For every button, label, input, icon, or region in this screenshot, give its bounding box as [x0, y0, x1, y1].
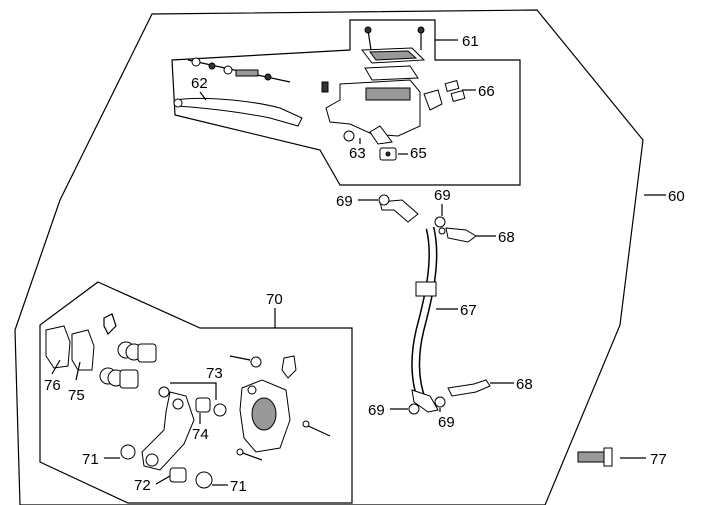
label-62: 62: [191, 75, 208, 92]
banjo-bolt-68-upper: [438, 227, 477, 243]
washer-73a: [158, 386, 170, 398]
washer-69c: [408, 403, 420, 415]
washer-69d: [434, 396, 446, 408]
label-68-lower: 68: [516, 376, 533, 393]
leader-76: [51, 359, 61, 375]
assembly-60-outline: [14, 9, 644, 505]
master-cylinder-body-63: [321, 79, 421, 145]
label-69-bottom-left: 69: [368, 402, 385, 419]
piston-seals: [99, 341, 157, 389]
bushing-72b: [169, 467, 187, 483]
label-71-right: 71: [230, 478, 247, 495]
washer-73b: [213, 403, 227, 417]
label-66: 66: [478, 83, 495, 100]
washer-71b: [195, 471, 213, 489]
caliper-bracket-72: [141, 391, 195, 471]
label-65: 65: [410, 145, 427, 162]
label-74: 74: [192, 426, 209, 443]
reservoir-cover-61: [361, 26, 426, 81]
brake-pad-75: [71, 329, 95, 371]
switch-part-65: [379, 147, 397, 161]
bolt-77: [577, 447, 613, 467]
brake-hose-67: [379, 199, 439, 413]
brake-pad-76: [45, 325, 71, 369]
brake-lever-62: [173, 57, 303, 127]
label-75: 75: [68, 387, 85, 404]
label-77: 77: [650, 451, 667, 468]
leader-72: [155, 475, 171, 485]
brake-switch-66: [423, 79, 466, 111]
caliper-box-70: [39, 281, 353, 504]
leader-62: [199, 91, 207, 101]
label-70: 70: [266, 291, 283, 308]
leader-73: [170, 382, 217, 400]
label-71-left: 71: [82, 451, 99, 468]
washer-69a: [378, 194, 390, 206]
label-69-top-right: 69: [434, 187, 451, 204]
washer-71a: [120, 444, 136, 460]
bushing-74: [195, 397, 211, 413]
caliper-body: [239, 379, 291, 453]
banjo-bolt-68-lower: [447, 379, 491, 397]
label-69-top-left: 69: [336, 193, 353, 210]
washer-69b: [434, 216, 446, 228]
label-72: 72: [134, 477, 151, 494]
caliper-bolts: [229, 355, 331, 461]
leader-75: [75, 361, 81, 381]
label-69-bottom-right: 69: [438, 414, 455, 431]
label-68-upper: 68: [498, 229, 515, 246]
pad-clip: [103, 313, 117, 336]
master-cylinder-box: [171, 19, 521, 186]
label-63: 63: [349, 145, 366, 162]
label-67: 67: [460, 302, 477, 319]
label-61: 61: [462, 33, 479, 50]
label-60: 60: [668, 188, 685, 205]
label-76: 76: [44, 377, 61, 394]
label-73: 73: [206, 365, 223, 382]
